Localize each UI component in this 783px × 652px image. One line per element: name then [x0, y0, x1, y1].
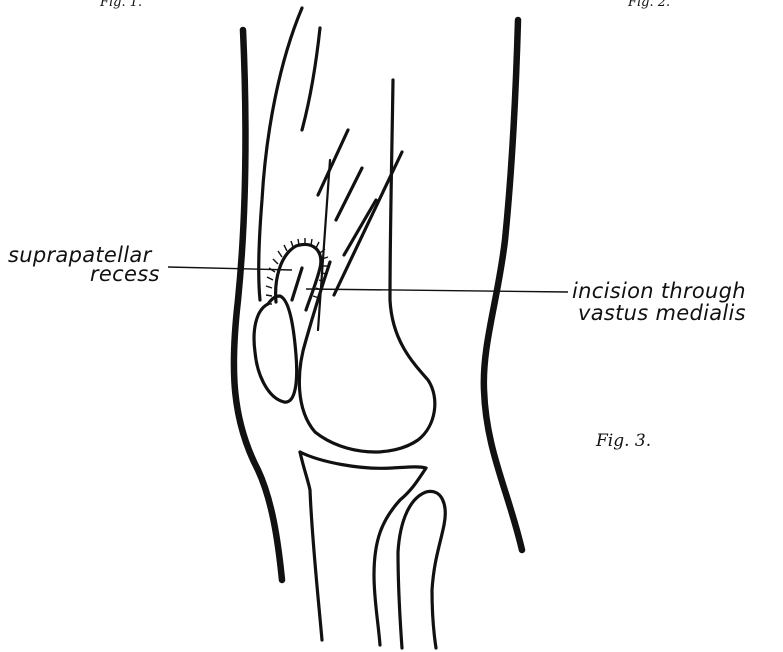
suprapatellar-leader	[168, 267, 292, 270]
fibula-outline	[398, 491, 445, 648]
tibial-plateau	[300, 452, 426, 468]
suprapatellar-label-line2: recess	[90, 262, 160, 286]
incision-leader	[306, 289, 568, 292]
tibia-anterior	[300, 452, 322, 640]
muscle-fibre-3	[344, 200, 376, 255]
incision-label-line2: vastus medialis	[578, 301, 746, 325]
patella-outline	[254, 296, 297, 402]
cut-caption-fig-2: Fig. 2.	[627, 0, 670, 10]
anterior-skin-outline	[484, 20, 522, 550]
muscle-fibre-2	[336, 168, 362, 220]
vastus-fibre-line	[302, 28, 320, 130]
posterior-skin-outline	[234, 30, 282, 580]
figure-caption: Fig. 3.	[595, 431, 651, 451]
muscle-fibre-1	[318, 130, 348, 195]
posterior-muscle-line	[259, 8, 302, 300]
incision-label-line1: incision through	[572, 279, 746, 303]
incision-mark	[292, 268, 302, 300]
fibula-inner-line	[398, 552, 402, 648]
cut-caption-fig-1: Fig. 1.	[99, 0, 142, 10]
